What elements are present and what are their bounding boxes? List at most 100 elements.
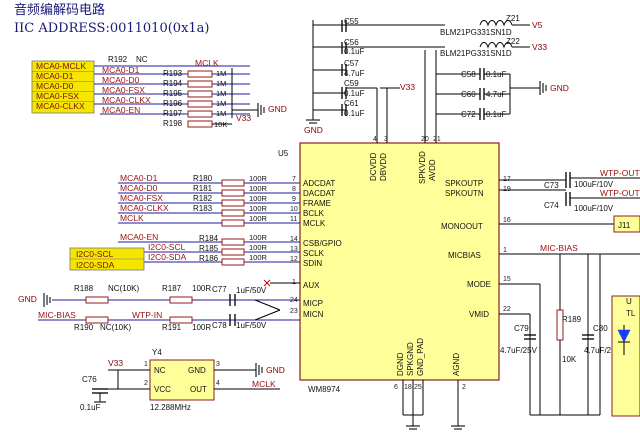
pin-num: 16 [503,217,511,224]
value-label: 100R [249,174,268,183]
pin-name: ADCDAT [303,179,335,188]
ref-label: C58 [461,70,476,79]
pin-num: 6 [394,384,398,391]
ref-label: J11 [618,221,631,230]
ref-label: R198 [163,119,183,128]
i2c-label: I2C0-SDA [76,260,115,270]
ref-label: Y4 [152,348,162,357]
pin-num: 12 [290,256,298,263]
value-label: 1uF/50V [236,286,267,295]
v33-label: V33 [108,358,123,368]
pullup-resistor-block: R192 NC MCLK MCA0-D1 MCA0-D0 MCA0-FSX MC… [94,55,287,129]
chip-ref: U5 [278,149,289,158]
crystal-oscillator: Y4 NC VCC GND OUT 1 2 3 4 12.288MHz V33 … [80,348,285,412]
ref-label: C74 [544,201,559,210]
net-label: WTP-IN [132,310,162,320]
net-label: MCA0-D1 [120,173,158,183]
ref-label: R190 [74,323,94,332]
pin-name: SDIN [303,259,322,268]
gnd-label: GND [550,83,569,93]
iic-address: IIC ADDRESS:0011010(0x1a) [14,21,210,36]
pin-num: 10 [290,206,298,213]
net-label: MCA0-FSX [120,193,163,203]
ref-label: C77 [212,285,227,294]
value-label: NC(10K) [108,284,139,293]
net-label: WTP-OUT [600,168,640,178]
pin-num: 22 [503,306,511,313]
pin-num: 3 [384,136,388,143]
value-label: 10K [562,355,577,364]
value-label: 0.1uF [344,47,365,56]
ref-label: Z21 [506,14,520,23]
pin-num: 18 [404,384,412,391]
xtal-pin: OUT [190,385,207,394]
ref-label: C57 [344,59,359,68]
net-label: MCA0-CLKX [102,95,151,105]
pin-name: AVDD [428,159,437,181]
ref-label: R181 [193,184,213,193]
ref-label: R187 [162,284,182,293]
net-label: I2C0-SDA [148,252,187,262]
pin-name: DGND [396,352,405,376]
pin-name: SPKOUTP [445,179,483,188]
pin-num: 4 [216,380,220,387]
pin-name: MICP [303,299,323,308]
net-label: MCA0-D1 [102,65,140,75]
mic-input-circuit: GND MIC-BIAS R188 NC(10K) R187 100R C77 … [18,284,300,332]
u-chip [611,295,640,417]
pin-name: MICBIAS [448,251,481,260]
pin-num: 14 [290,236,298,243]
pin-name: MICN [303,310,324,319]
mca-labels: MCA0-MCLK MCA0-D1 MCA0-D0 MCA0-FSX MCA0-… [31,60,95,114]
value-label: 1M [216,89,226,98]
value-label: 100R [192,323,211,332]
value-label: 100R [192,284,211,293]
net-label: MCLK [252,379,276,389]
ref-label: R185 [199,244,219,253]
ref-label: C79 [514,324,529,333]
ref-label: C80 [593,324,608,333]
pin-name: MODE [467,280,491,289]
value-label: 4.7uF/25V [584,346,622,355]
pin-num: 15 [503,276,511,283]
bead-label: BLM21PG331SN1D [440,28,512,37]
net-label: MCA0-EN [120,232,158,242]
xtal-pin: NC [154,366,166,375]
pin-num: 2 [144,380,148,387]
control-series-resistors: MCA0-EN I2C0-SCL I2C0-SDA R184 R185 R186… [69,232,300,271]
xtal-freq: 12.288MHz [150,403,191,412]
value-label: 100R [249,214,268,223]
pin-name: MCLK [303,219,326,228]
ref-label: C73 [544,181,559,190]
value-label: 100R [249,243,268,252]
pin-num: 8 [292,186,296,193]
mca-label: MCA0-D0 [36,81,74,91]
mca-label: MCA0-FSX [36,91,79,101]
gnd-label: GND [18,294,37,304]
ref-label: R192 [108,55,128,64]
speaker-output: C73 C74 100uF/10V 100uF/10V WTP-OUT WTP-… [499,168,640,255]
ref-label: TL [626,309,636,318]
pin-num: 21 [433,136,441,143]
pin-name: SPKVDD [418,151,427,184]
pin-name: DCVDD [369,152,378,181]
ref-label: R196 [163,99,183,108]
mca-label: MCA0-MCLK [36,61,86,71]
pin-num: 1 [144,361,148,368]
pin-num: 1 [503,247,507,254]
net-label: MCA0-FSX [102,85,145,95]
ref-label: R180 [193,174,213,183]
net-label: MCA0-D0 [102,75,140,85]
v5-label: V5 [532,20,543,30]
ref-label: C56 [344,38,359,47]
value-label: 0.1uF [80,403,101,412]
net-label: MIC-BIAS [38,310,76,320]
net-label: MIC-BIAS [540,243,578,253]
title-cn: 音频编解码电路 [14,2,105,18]
pin-name: SCLK [303,249,325,258]
ref-label: R191 [162,323,182,332]
value-label: 0.1uF [344,89,365,98]
mca-label-box [31,60,95,114]
